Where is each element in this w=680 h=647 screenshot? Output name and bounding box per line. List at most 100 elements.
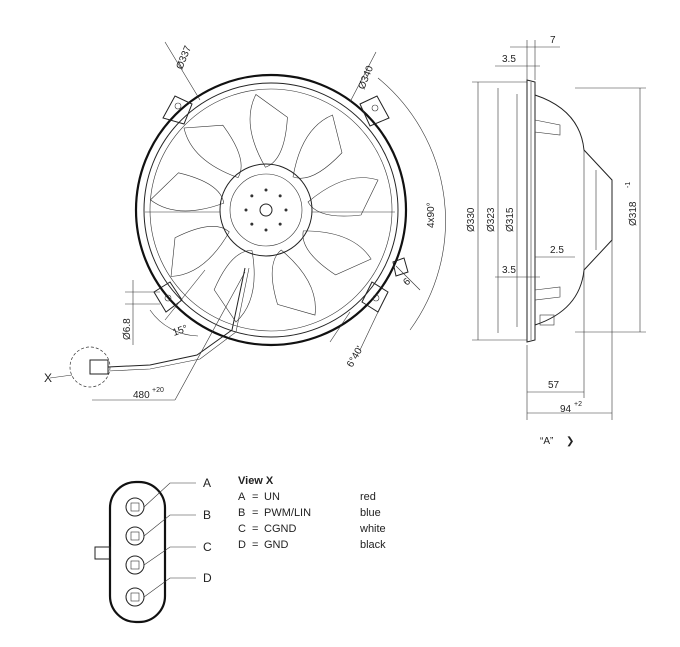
connector-pin-leader [143, 577, 196, 598]
fan-blade [271, 249, 316, 316]
mounting-tab-bottom-left [153, 281, 183, 313]
fan-blade [302, 230, 372, 276]
legend-equals: = [252, 491, 258, 503]
connector-pin-label: C [203, 540, 212, 554]
legend-signal: CGND [264, 523, 296, 535]
connector-pins: A B C D [125, 476, 212, 607]
fan-blades [150, 94, 379, 323]
view-a-arrow-icon: ❯ [566, 436, 574, 447]
mounting-tab-top-left [162, 95, 193, 125]
cable-connector [89, 359, 109, 375]
connector-pin-a [125, 497, 145, 517]
connector-pin-square [130, 531, 140, 541]
legend-code: C [238, 523, 246, 535]
dim-330: Ø330 [466, 207, 477, 232]
side-blade-profile [534, 94, 613, 326]
connector-pin-label: D [203, 571, 212, 585]
dim-315: Ø315 [505, 207, 516, 232]
hub-bolt-pattern [244, 188, 288, 232]
dim-4x90: 4x90° [426, 202, 437, 228]
connector-pin-d [125, 587, 145, 607]
fan-blade [307, 177, 379, 217]
connector-pin-label: B [203, 508, 211, 522]
dim-15: 15° [171, 323, 189, 339]
side-view: 7 3.5 Ø330 Ø323 Ø315 Ø318 -1 2.5 3.5 57 … [466, 35, 646, 447]
legend-wire-color: black [360, 539, 386, 551]
legend-signal: UN [264, 491, 280, 503]
motor-center [259, 203, 273, 217]
legend-code: A [238, 491, 246, 503]
connector-view: A B C D [94, 476, 212, 624]
connector-pin-leader [143, 482, 196, 508]
connector-pin-leader [143, 514, 196, 537]
dim-3-5-mid: 3.5 [502, 265, 516, 276]
legend-wire-color: blue [360, 507, 381, 519]
connector-pin-b [125, 526, 145, 546]
cable [107, 267, 246, 368]
hub-bolt [264, 228, 268, 232]
dim-arc-4x90 [377, 77, 446, 331]
fan-blade [170, 226, 230, 277]
dim-57: 57 [548, 380, 560, 391]
legend-code: D [238, 539, 246, 551]
connector-pin-square [130, 502, 140, 512]
legend-wire-color: white [359, 523, 386, 535]
connector-pin-square [130, 560, 140, 570]
dim-6-40: 6°40' [345, 344, 366, 369]
connector-pin-leader [143, 546, 196, 566]
mounting-tab-right [392, 257, 409, 277]
view-a-label: “A” [540, 436, 553, 447]
front-view: X Ø337 Ø340 4x90° 6 6°40' 15° Ø6.8 480 +… [44, 41, 446, 401]
motor-hub-inner [229, 173, 303, 247]
fan-blade [183, 124, 242, 178]
legend-signal: GND [264, 539, 289, 551]
hub-bolt [250, 222, 254, 226]
legend-signal: PWM/LIN [264, 507, 311, 519]
hub-bolt [264, 188, 268, 192]
dim-480-tol: +20 [152, 387, 164, 394]
fan-blade [249, 94, 288, 168]
dim-7: 7 [550, 35, 556, 46]
dim-318-tol: -1 [625, 182, 632, 188]
hub-bolt [284, 208, 288, 212]
hub-bolt [244, 208, 248, 212]
side-frame [526, 79, 536, 343]
dim-6-8: Ø6.8 [122, 318, 133, 340]
hub-bolt [278, 222, 282, 226]
connector-pin-label: A [203, 476, 211, 490]
dim-94-tol: +2 [574, 401, 582, 408]
hub-bolt [278, 194, 282, 198]
dim-480: 480 [133, 390, 150, 401]
dim-337: Ø337 [175, 44, 195, 71]
detail-x-circle [69, 346, 111, 388]
legend-wire-color: red [360, 491, 376, 503]
fan-blade [213, 250, 255, 323]
legend-equals: = [252, 507, 258, 519]
mounting-tab-top-right [359, 95, 390, 127]
shroud-inner-ring [143, 82, 399, 338]
legend-code: B [238, 507, 245, 519]
dim-arc-15 [149, 309, 199, 337]
blade-sweep-circle [149, 88, 393, 332]
detail-x-label: X [44, 371, 52, 385]
motor-hub-outer [219, 163, 313, 257]
legend-equals: = [252, 539, 258, 551]
dim-2-5: 2.5 [550, 245, 564, 256]
fan-blade [292, 114, 343, 179]
dim-318: Ø318 [628, 201, 639, 226]
connector-pin-c [125, 555, 145, 575]
dim-6: 6 [401, 276, 413, 288]
dim-340: Ø340 [357, 64, 377, 91]
legend-title: View X [238, 475, 274, 487]
connector-latch [94, 546, 111, 560]
connector-pin-square [130, 592, 140, 602]
legend-equals: = [252, 523, 258, 535]
dim-3-5-top: 3.5 [502, 54, 516, 65]
shroud-outer-ring [134, 73, 408, 347]
fan-blade [150, 172, 225, 212]
dim-94: 94 [560, 404, 572, 415]
dim-323: Ø323 [486, 207, 497, 232]
